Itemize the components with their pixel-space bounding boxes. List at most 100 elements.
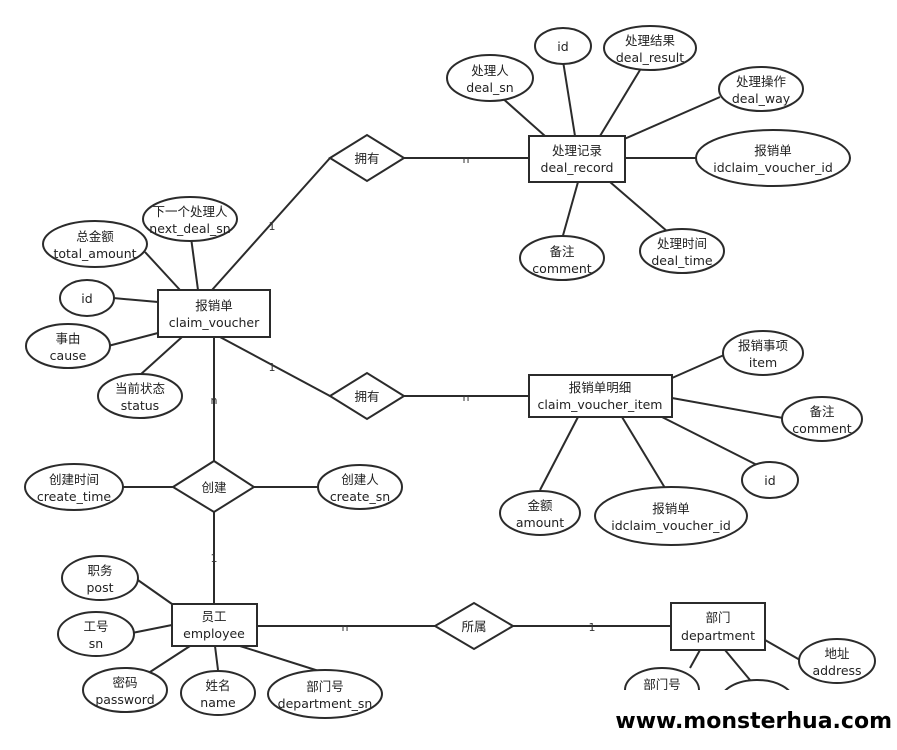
edge-ci-id <box>659 415 758 466</box>
edge-cv-id <box>112 297 159 303</box>
attribute-label-zh: 处理操作 <box>736 74 787 89</box>
attribute-em-post: 职务 post <box>61 555 139 601</box>
attribute-label-zh: 部门号 <box>643 677 681 692</box>
attribute-label-zh: 处理人 <box>471 63 509 78</box>
edge-cv-total <box>144 251 181 291</box>
attribute-label-en: deal_sn <box>466 80 513 95</box>
attribute-cv-next-deal: 下一个处理人 next_deal_sn <box>142 196 238 242</box>
relationship-has-deal-record: 拥有 <box>328 133 406 183</box>
relationship-label: 所属 <box>461 619 486 634</box>
edge-ci-amount <box>539 416 579 491</box>
attribute-label-en: comment <box>532 261 591 276</box>
cardinality-deal-many: n <box>463 153 470 166</box>
attribute-cr-create-time: 创建时间 create_time <box>24 463 124 511</box>
edge-dp-dept-no <box>689 649 701 669</box>
cardinality-belong-one: 1 <box>589 621 596 634</box>
attribute-dr-deal-way: 处理操作 deal_way <box>718 66 804 112</box>
attribute-label-en: deal_way <box>732 91 791 106</box>
attribute-label-en: department_sn <box>278 696 373 711</box>
attribute-label-zh: 地址 <box>824 646 850 661</box>
edge-cv-cause <box>107 332 159 347</box>
attribute-label-zh: 报销单 <box>652 501 690 516</box>
attribute-label-zh: 创建人 <box>341 472 379 487</box>
entity-label-zh: 报销单 <box>195 298 233 313</box>
relationship-label: 拥有 <box>354 389 379 404</box>
entity-label-zh: 员工 <box>201 609 226 624</box>
cardinality-deal-one: 1 <box>269 220 276 233</box>
attribute-dr-comment: 备注 comment <box>519 235 605 281</box>
attribute-dr-deal-sn: 处理人 deal_sn <box>446 54 534 102</box>
edge-dr-deal-result <box>599 69 641 137</box>
edge-em-post <box>134 577 173 605</box>
attribute-cv-id: id <box>59 279 115 317</box>
attribute-ci-amount: 金额 amount <box>499 490 581 536</box>
relationship-create: 创建 <box>171 459 256 514</box>
attribute-label-zh: 密码 <box>112 675 137 690</box>
attribute-label: id <box>557 39 568 54</box>
attribute-ci-id: id <box>741 461 799 499</box>
relationship-label: 拥有 <box>354 151 379 166</box>
attribute-label-zh: 事由 <box>55 331 80 346</box>
attribute-label-zh: 报销事项 <box>738 338 788 353</box>
cardinality-belong-many: n <box>342 621 349 634</box>
attribute-label-zh: 部门号 <box>306 679 344 694</box>
edge-ci-idclaim <box>621 416 666 489</box>
entity-label-en: deal_record <box>541 160 614 175</box>
attribute-label-zh: 金额 <box>527 498 553 513</box>
attribute-dr-idclaim: 报销单 idclaim_voucher_id <box>695 129 851 187</box>
attribute-label-zh: 工号 <box>83 619 108 634</box>
attribute-label-zh: 职务 <box>87 563 112 578</box>
entity-label-zh: 部门 <box>705 610 730 625</box>
attribute-em-department-sn: 部门号 department_sn <box>267 669 383 719</box>
edge-dr-deal-time <box>609 181 669 233</box>
edge-ci-comment <box>671 397 784 419</box>
edge-dp-hidden <box>724 649 751 681</box>
attribute-label-en: create_sn <box>330 489 390 504</box>
attribute-label-zh: 报销单 <box>754 143 792 158</box>
edge-ci-item <box>671 354 725 379</box>
attribute-cv-total: 总金额 total_amount <box>42 220 148 268</box>
attribute-em-password: 密码 password <box>82 667 168 713</box>
entity-department: 部门 department <box>670 602 766 651</box>
attribute-label-zh: 处理结果 <box>625 33 676 48</box>
attribute-label-en: create_time <box>37 489 111 504</box>
attribute-ci-item: 报销事项 item <box>722 330 804 376</box>
attribute-label-zh: 当前状态 <box>115 381 165 396</box>
attribute-label-en: idclaim_voucher_id <box>713 160 833 175</box>
attribute-cr-create-sn: 创建人 create_sn <box>317 464 403 510</box>
connectors <box>107 60 801 681</box>
relationship-label: 创建 <box>201 480 227 495</box>
entity-deal-record: 处理记录 deal_record <box>528 135 626 183</box>
cardinality-create-one: 1 <box>211 552 218 565</box>
attribute-label-zh: 处理时间 <box>657 236 707 251</box>
attribute-dr-deal-time: 处理时间 deal_time <box>639 228 725 274</box>
edge-em-password <box>149 645 191 673</box>
attribute-label-en: item <box>749 355 777 370</box>
attribute-label-zh: 备注 <box>549 244 575 259</box>
attribute-label-zh: 姓名 <box>205 678 230 693</box>
attribute-em-name: 姓名 name <box>180 670 256 716</box>
entity-label-zh: 处理记录 <box>552 143 602 158</box>
entity-label-en: claim_voucher <box>169 315 260 330</box>
attribute-dp-address: 地址 address <box>798 638 876 684</box>
attribute-label: id <box>764 473 775 488</box>
attribute-label-en: deal_result <box>616 50 684 65</box>
attribute-label-en: address <box>812 663 861 678</box>
attribute-label-en: name <box>200 695 236 710</box>
cardinality-labels: 1 n 1 n n 1 n 1 <box>211 153 596 634</box>
attribute-label-en: comment <box>792 421 851 436</box>
edge-cv-to-rel-has-deal <box>211 157 331 291</box>
attribute-ci-idclaim: 报销单 idclaim_voucher_id <box>594 486 748 546</box>
cardinality-create-many: n <box>211 394 218 407</box>
attribute-label-en: amount <box>516 515 564 530</box>
cardinality-item-one: 1 <box>269 361 276 374</box>
attribute-label: id <box>81 291 92 306</box>
attribute-label-en: sn <box>89 636 103 651</box>
attribute-label-zh: 总金额 <box>76 229 114 244</box>
attribute-label-zh: 下一个处理人 <box>152 204 228 219</box>
edge-cv-status <box>139 336 183 376</box>
entity-label-en: department <box>681 628 755 643</box>
edge-dp-address <box>764 639 801 661</box>
edge-dr-deal-way <box>621 96 721 141</box>
